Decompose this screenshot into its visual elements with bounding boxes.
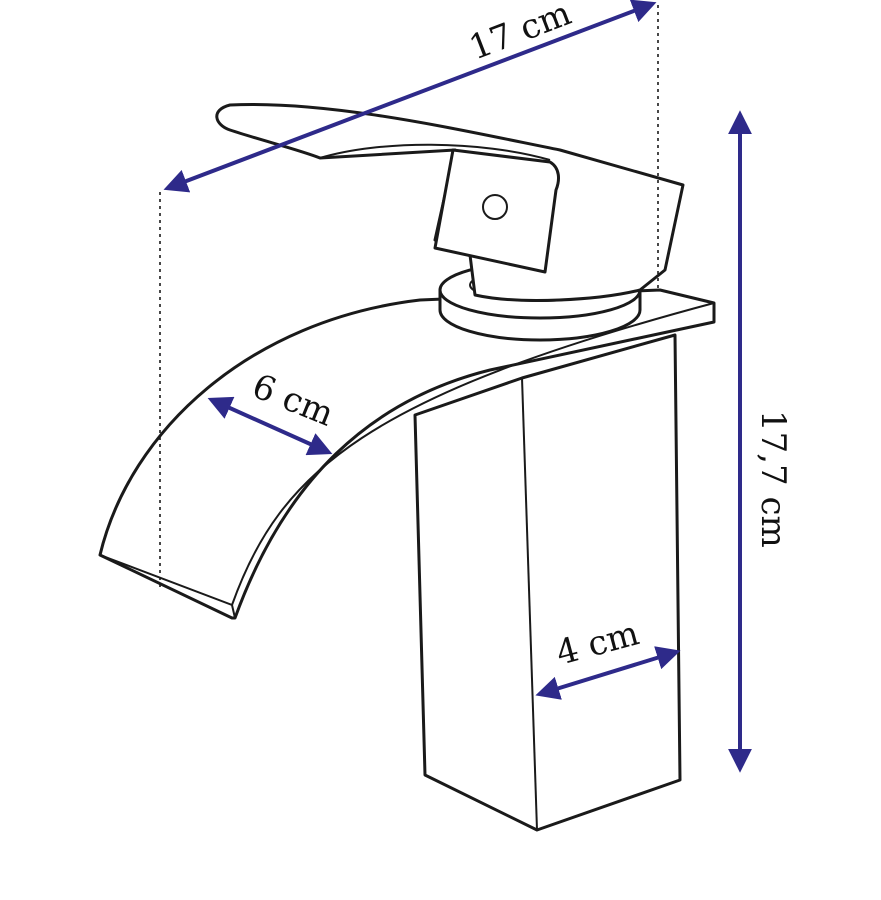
faucet-spout [98,288,716,620]
spout-width-arrow [207,396,333,456]
handle-lever [215,102,685,302]
faucet-body [413,333,682,832]
height-label: 17,7 cm [753,410,793,548]
handle-screw-icon [482,194,508,220]
length-arrow [163,0,657,193]
body-width-arrow [535,646,681,700]
length-label: 17 cm [464,0,577,68]
